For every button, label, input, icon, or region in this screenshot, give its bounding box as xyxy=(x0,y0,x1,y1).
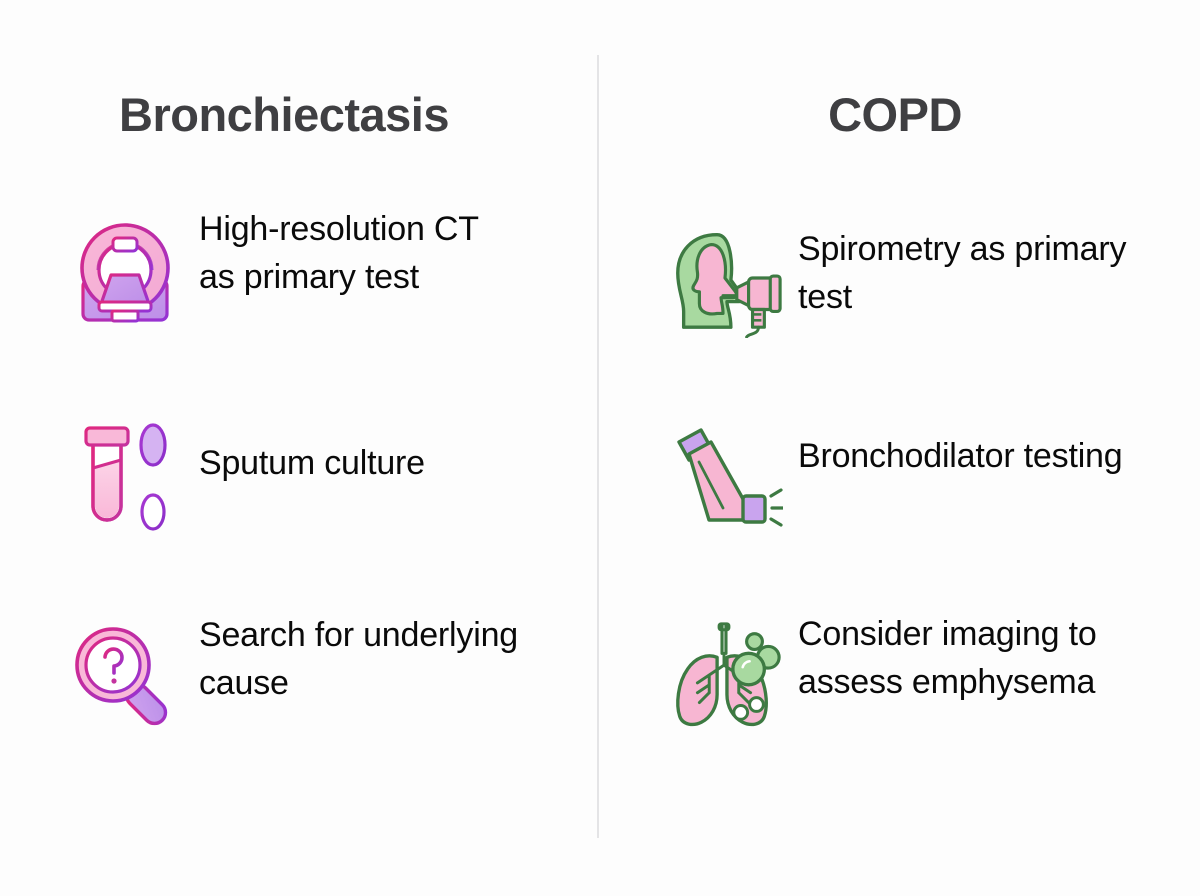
bronchiectasis-item-list: High-resolution CT as primary test xyxy=(0,205,600,783)
list-item: Bronchodilator testing xyxy=(600,410,1200,582)
list-item-label: Search for underlying cause xyxy=(199,616,518,703)
lungs-emphysema-icon xyxy=(662,610,786,740)
column-copd: COPD xyxy=(600,0,1200,896)
spirometry-person-icon xyxy=(662,213,786,343)
magnifier-question-icon xyxy=(63,611,187,741)
list-item: High-resolution CT as primary test xyxy=(0,205,600,377)
page-title-copd: COPD xyxy=(828,88,962,141)
list-item-label: Spirometry as primary test xyxy=(798,230,1127,317)
list-item: Sputum culture xyxy=(0,409,600,581)
list-item: Spirometry as primary test xyxy=(600,213,1200,385)
list-item: Search for underlying cause xyxy=(0,611,600,783)
list-item-label: Consider imaging to assess emphysema xyxy=(798,615,1097,702)
column-bronchiectasis: Bronchiectasis xyxy=(0,88,600,783)
list-item-label: Sputum culture xyxy=(199,444,425,482)
inhaler-icon xyxy=(662,410,786,540)
page-title-bronchiectasis: Bronchiectasis xyxy=(119,88,449,141)
copd-item-list: Spirometry as primary test xyxy=(600,205,1200,782)
ct-scanner-icon xyxy=(63,205,187,335)
list-item-label: High-resolution CT as primary test xyxy=(199,210,479,297)
test-tube-swab-icon xyxy=(63,409,187,539)
list-item: Consider imaging to assess emphysema xyxy=(600,610,1200,782)
column-divider xyxy=(597,55,599,838)
list-item-label: Bronchodilator testing xyxy=(798,437,1123,475)
